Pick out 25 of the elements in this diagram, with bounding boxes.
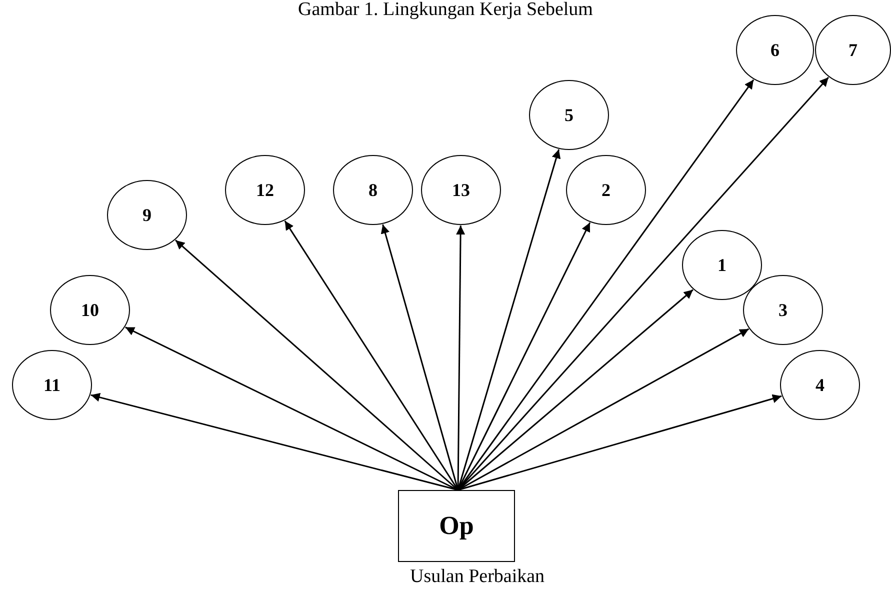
node-caption: Usulan Perbaikan [410,566,545,588]
node-circle [682,230,762,300]
node-label: Op [439,511,474,541]
node-label: 8 [368,180,378,200]
node-label: 2 [602,180,610,200]
node-label: 6 [770,40,780,60]
arrow [125,326,458,491]
node-label: 4 [816,374,824,396]
node-label: 5 [564,104,574,126]
diagram-title: Gambar 1. Lingkungan Kerja Sebelum [297,0,594,20]
arrow [90,392,458,491]
node-label: 9 [142,204,152,226]
node-label: 11 [43,374,60,396]
arrow [380,224,459,490]
node-label: 13 [452,180,470,200]
node-label: 10 [81,300,99,320]
node-label: 3 [778,300,788,320]
arrow [456,226,466,490]
node-label: 1 [718,254,726,276]
process-box [398,490,515,562]
arrow [175,240,458,491]
node-label: 12 [256,180,274,200]
arrow [458,394,782,491]
arrow [284,220,459,490]
node-label: 7 [848,40,858,60]
